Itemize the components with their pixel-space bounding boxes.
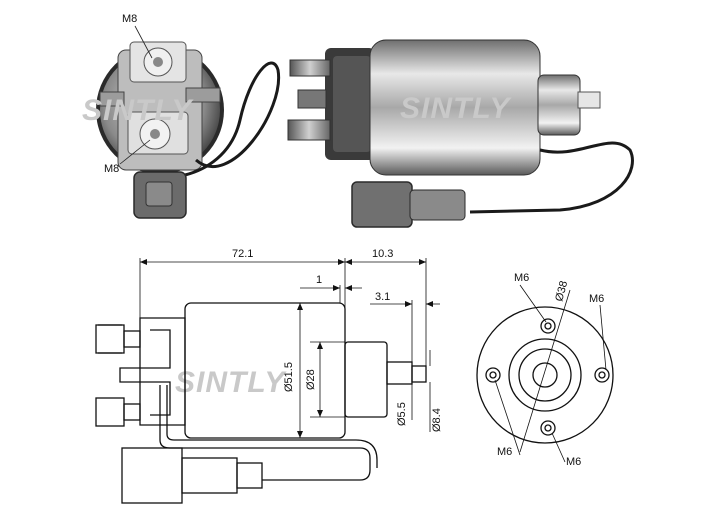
dim-body-diameter: Ø51.5 (283, 362, 295, 392)
label-terminal-bottom: M8 (104, 163, 119, 175)
dimension-lines (139, 258, 440, 438)
dimension-arrows (140, 259, 433, 438)
hole-label-top-left: M6 (514, 272, 529, 284)
dim-plunger-diameter: Ø5.5 (396, 402, 408, 426)
hole-label-bottom-left: M6 (497, 446, 512, 458)
hole-label-bottom-right: M6 (566, 456, 581, 468)
label-terminal-top: M8 (122, 13, 137, 25)
dim-tip-offset: 3.1 (375, 291, 390, 303)
watermark-top-left: SINTLY (82, 94, 194, 127)
watermark-drawing: SINTLY (175, 366, 287, 399)
side-profile-drawing (95, 302, 427, 504)
hole-label-top-right: M6 (589, 293, 604, 305)
dim-plunger-extension: 10.3 (372, 248, 393, 260)
watermark-top-right: SINTLY (400, 92, 512, 125)
label-leader (134, 25, 153, 59)
dim-nose-diameter: Ø28 (305, 369, 317, 390)
end-view-photo (96, 41, 281, 219)
dim-flange-offset: 1 (316, 274, 322, 286)
label-leader (119, 139, 151, 165)
dim-tip-diameter: Ø8.4 (431, 408, 443, 432)
front-view-drawing (476, 306, 614, 444)
dim-overall-length: 72.1 (232, 248, 253, 260)
side-view-photo (287, 39, 634, 228)
front-view-leaders (494, 284, 607, 463)
dim-bolt-circle: Ø38 (553, 280, 570, 303)
